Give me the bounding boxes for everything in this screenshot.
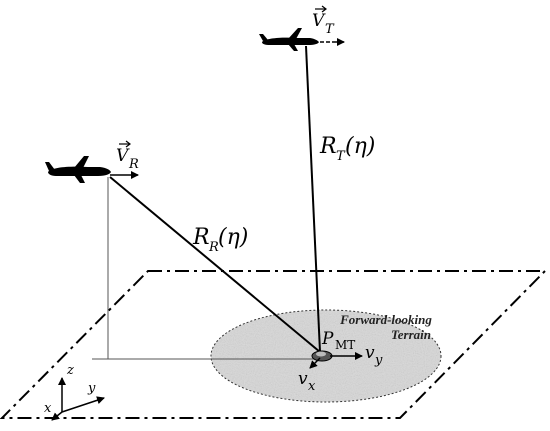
- svg-text:y: y: [374, 353, 383, 368]
- svg-text:R: R: [319, 134, 337, 159]
- label-v-x: v x: [298, 369, 316, 394]
- svg-text:(η): (η): [218, 225, 248, 250]
- label-p-mt: P MT: [321, 329, 355, 352]
- label-r-r: R R (η): [192, 225, 248, 255]
- label-v-r: V R: [116, 140, 139, 172]
- svg-text:(η): (η): [345, 134, 375, 159]
- label-v-t: V T: [312, 5, 335, 37]
- svg-text:MT: MT: [335, 338, 355, 352]
- target-vx-arrow: [309, 357, 321, 369]
- transmitter-range-line: [305, 45, 321, 353]
- axis-label-y: y: [87, 381, 96, 396]
- svg-text:v: v: [365, 343, 375, 363]
- axis-label-x: x: [44, 401, 52, 416]
- ground-plane: [0, 270, 548, 419]
- receiver-airplane-icon: [45, 156, 111, 183]
- svg-text:x: x: [308, 379, 316, 394]
- svg-text:R: R: [128, 157, 139, 172]
- svg-text:P: P: [321, 329, 334, 349]
- svg-text:T: T: [336, 149, 346, 164]
- receiver-range-line: [109, 176, 321, 353]
- svg-text:v: v: [298, 369, 308, 389]
- terrain-label-line2: Terrain: [391, 327, 431, 342]
- label-r-t: R T (η): [319, 134, 375, 164]
- axis-label-z: z: [66, 363, 74, 378]
- terrain-label-line1: Forward-looking: [339, 312, 432, 327]
- svg-text:V: V: [312, 11, 326, 31]
- svg-text:R: R: [208, 240, 219, 255]
- svg-text:T: T: [325, 22, 335, 37]
- svg-text:R: R: [192, 225, 210, 250]
- label-v-y: v y: [365, 343, 383, 368]
- transmitter-airplane-icon: [259, 28, 319, 51]
- coordinate-axes: [51, 377, 105, 421]
- svg-text:V: V: [116, 146, 130, 166]
- target-vehicle-icon: [311, 350, 333, 362]
